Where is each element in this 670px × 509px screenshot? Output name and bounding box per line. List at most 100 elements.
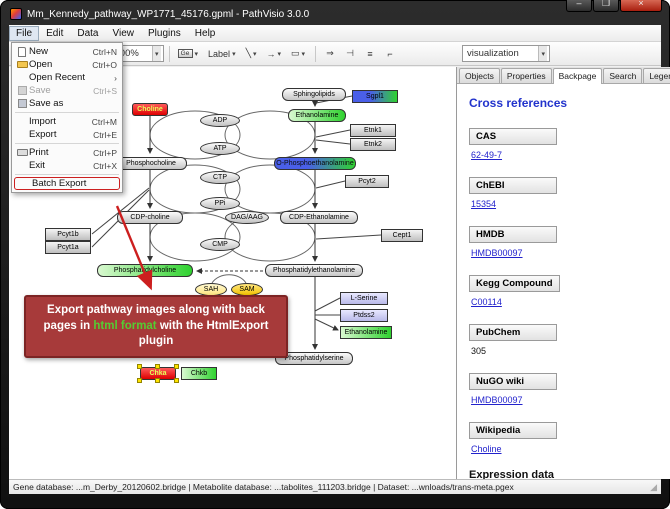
node-ptdss2[interactable]: Ptdss2 [340, 309, 388, 322]
node-cmp[interactable]: CMP [200, 238, 240, 251]
node-phosphatidylethanolamine[interactable]: Phosphatidylethanolamine [265, 264, 363, 277]
shape-tool-dropdown[interactable]: ▭ ▾ [288, 45, 310, 63]
window-controls: – ❐ × [566, 0, 662, 12]
xref-link[interactable]: HMDB00097 [471, 395, 523, 405]
node-adp[interactable]: ADP [200, 114, 240, 127]
node-etnk1[interactable]: Etnk1 [350, 124, 396, 137]
gene-node-icon: Ge [177, 49, 193, 58]
xref-link[interactable]: 15354 [471, 199, 497, 209]
backpage-panel: Cross references CAS 62-49-7 ChEBI 15354… [457, 84, 670, 479]
arrow-tool-icon: → [266, 48, 276, 59]
node-pcyt1a[interactable]: Pcyt1a [45, 241, 91, 254]
xref-section-pubchem: PubChem 305 [469, 322, 660, 356]
node-pcyt2[interactable]: Pcyt2 [345, 175, 389, 188]
xref-source-name: PubChem [469, 324, 557, 341]
visualization-select[interactable]: visualization ▾ [462, 45, 550, 62]
node-l-serine[interactable]: L-Serine [340, 292, 388, 305]
zoom-select[interactable]: 100% ▾ [109, 45, 164, 62]
client-area: File Edit Data View Plugins Help Zoom: 1… [9, 25, 670, 494]
file-menu-item-import[interactable]: Import Ctrl+M [29, 116, 117, 127]
chevron-down-icon[interactable]: ▾ [538, 46, 547, 61]
resize-grip-icon[interactable]: ◢ [650, 481, 657, 492]
file-menu-item-new[interactable]: New Ctrl+N [12, 45, 122, 58]
node-cept1[interactable]: Cept1 [381, 229, 423, 242]
file-menu-item-export[interactable]: Export Ctrl+E [29, 129, 117, 140]
bracket-tool[interactable]: ⌐ [381, 45, 399, 63]
node-phosphatidylserine[interactable]: Phosphatidylserine [275, 352, 353, 365]
open-folder-icon [15, 61, 29, 68]
template-tool[interactable]: ≡ [361, 45, 379, 63]
xref-section-nugo: NuGO wiki HMDB00097 [469, 371, 660, 405]
xref-link[interactable]: Choline [471, 444, 502, 454]
selection-handle[interactable] [137, 364, 142, 369]
mim-inhibition-tool[interactable]: ⊣ [341, 45, 359, 63]
tab-search[interactable]: Search [603, 68, 643, 83]
label-dropdown[interactable]: Label ▾ [205, 45, 241, 63]
mim-stimulation-tool[interactable]: ⇒ [321, 45, 339, 63]
xref-link[interactable]: C00114 [471, 297, 502, 307]
xref-section-chebi: ChEBI 15354 [469, 175, 660, 209]
statusbar: Gene database: ...m_Derby_20120602.bridg… [9, 479, 661, 494]
node-phosphocholine[interactable]: Phosphocholine [115, 157, 187, 170]
window-title: Mm_Kennedy_pathway_WP1771_45176.gpml - P… [27, 8, 310, 20]
node-ctp[interactable]: CTP [200, 171, 240, 184]
tab-properties[interactable]: Properties [500, 68, 552, 83]
node-phosphatidylcholine[interactable]: Phosphatidylcholine [97, 264, 193, 277]
file-menu-item-batch-export[interactable]: Batch Export [14, 177, 120, 190]
xref-section-cas: CAS 62-49-7 [469, 126, 660, 160]
xref-link[interactable]: 62-49-7 [471, 150, 503, 160]
file-menu-item-open[interactable]: Open Ctrl+O [12, 58, 122, 71]
node-chkb[interactable]: Chkb [181, 367, 217, 380]
arrow-tool-dropdown[interactable]: → ▾ [264, 45, 287, 63]
selection-handle[interactable] [174, 364, 179, 369]
bracket-icon: ⌐ [387, 48, 393, 59]
file-menu-item-save[interactable]: Save Ctrl+S [12, 84, 122, 97]
minimize-button[interactable]: – [566, 0, 592, 12]
node-atp[interactable]: ATP [200, 142, 240, 155]
xref-source-name: ChEBI [469, 177, 557, 194]
submenu-arrow-icon: › [114, 72, 117, 83]
chevron-down-icon: ▾ [232, 50, 236, 58]
file-menu-item-open-recent[interactable]: Open Recent › [29, 72, 117, 83]
node-sgpl1[interactable]: Sgpl1 [352, 90, 398, 103]
file-menu-item-print[interactable]: Print Ctrl+P [12, 146, 122, 159]
node-ethanolamine-low[interactable]: Ethanolamine [340, 326, 392, 339]
menu-view[interactable]: View [112, 27, 134, 39]
tab-legend[interactable]: Legend [643, 68, 670, 83]
menu-plugins[interactable]: Plugins [147, 27, 181, 39]
menu-data[interactable]: Data [77, 27, 99, 39]
selection-handle[interactable] [155, 364, 160, 369]
file-menu-dropdown: New Ctrl+N Open Ctrl+O Open Recent › Sav… [11, 42, 123, 193]
node-sphingolipids[interactable]: Sphingolipids [282, 88, 346, 101]
menu-file[interactable]: File [9, 25, 40, 41]
tab-objects[interactable]: Objects [459, 68, 500, 83]
node-o-phosphoethanolamine[interactable]: O-Phosphoethanolamine [274, 157, 356, 170]
node-etnk2[interactable]: Etnk2 [350, 138, 396, 151]
file-menu-item-exit[interactable]: Exit Ctrl+X [29, 160, 117, 171]
line-tool-dropdown[interactable]: ╲ ▾ [243, 45, 262, 63]
selection-handle[interactable] [174, 378, 179, 383]
selected-node-group: Chka [137, 364, 179, 383]
chevron-down-icon[interactable]: ▾ [152, 46, 161, 61]
visualization-value: visualization [467, 48, 519, 59]
node-choline[interactable]: Choline [132, 103, 168, 116]
node-ethanolamine[interactable]: Ethanolamine [288, 109, 346, 122]
maximize-button[interactable]: ❐ [593, 0, 619, 12]
selection-handle[interactable] [155, 378, 160, 383]
gene-node-dropdown[interactable]: Ge ▾ [175, 45, 204, 63]
node-ppi[interactable]: PPi [200, 197, 240, 210]
node-dag[interactable]: DAG/AAG [225, 211, 269, 224]
save-as-icon [15, 99, 29, 108]
xref-link[interactable]: HMDB00097 [471, 248, 523, 258]
node-cdp-choline[interactable]: CDP-choline [117, 211, 183, 224]
node-cdp-ethanolamine[interactable]: CDP-Ethanolamine [280, 211, 358, 224]
menu-edit[interactable]: Edit [46, 27, 64, 39]
equals-icon: ≡ [367, 48, 373, 59]
menu-help[interactable]: Help [194, 27, 216, 39]
close-button[interactable]: × [620, 0, 662, 12]
selection-handle[interactable] [137, 378, 142, 383]
node-pcyt1b[interactable]: Pcyt1b [45, 228, 91, 241]
tab-backpage[interactable]: Backpage [552, 68, 603, 84]
file-menu-item-save-as[interactable]: Save as [12, 97, 122, 110]
